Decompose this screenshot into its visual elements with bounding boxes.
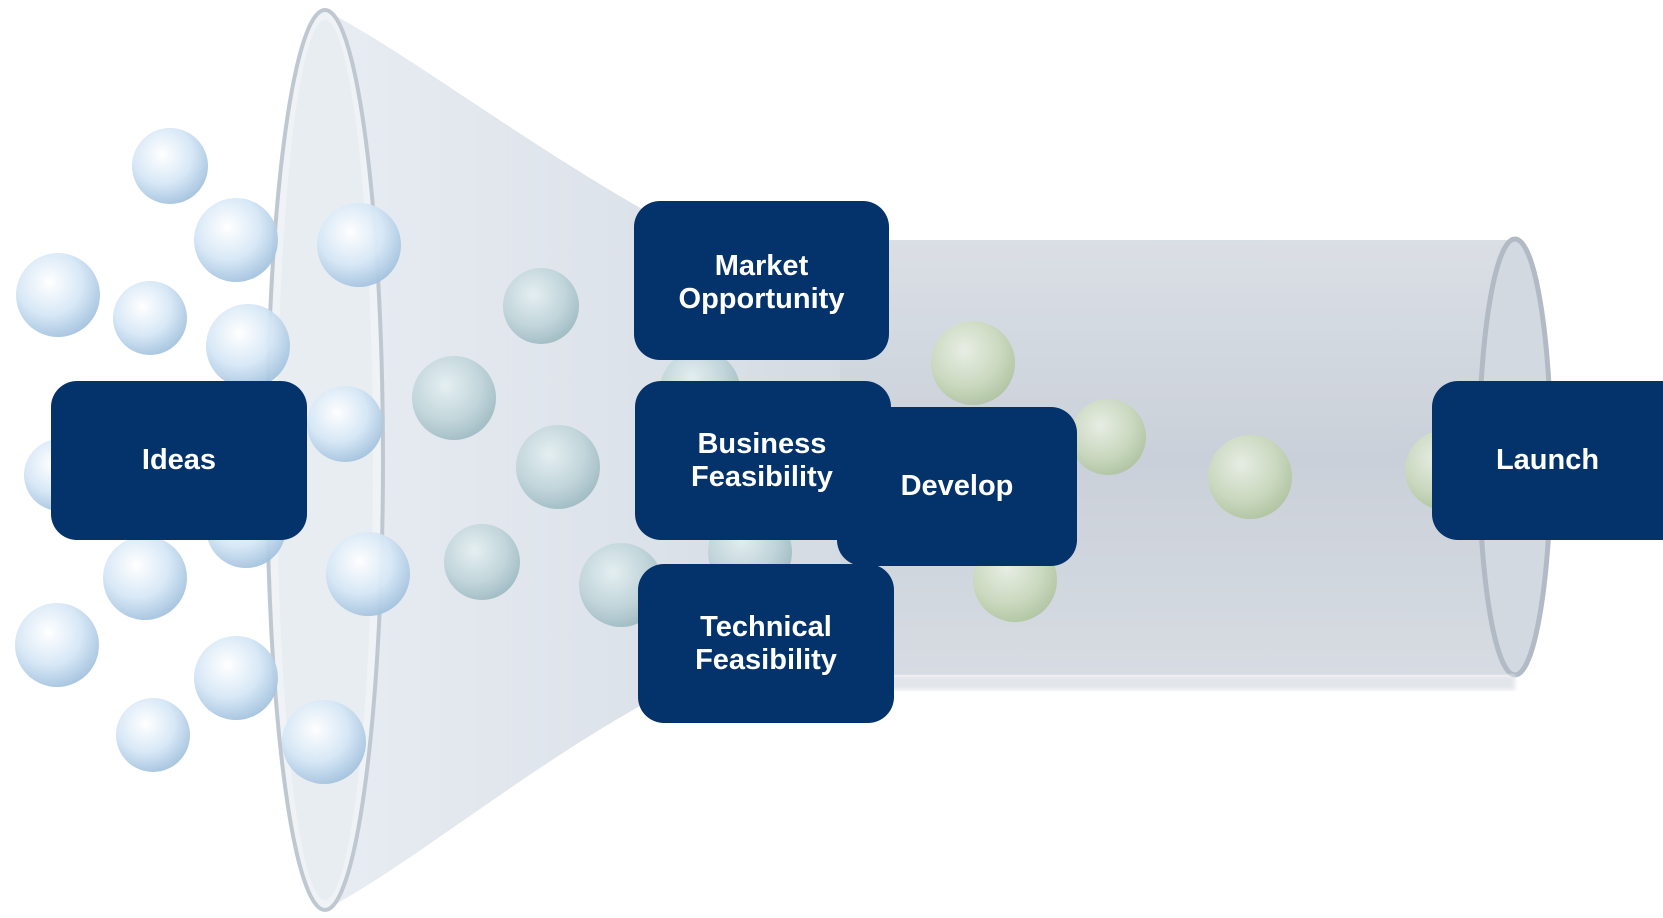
- idea-bubble-icon: [444, 524, 520, 600]
- idea-bubble-icon: [307, 386, 383, 462]
- idea-bubble-icon: [15, 603, 99, 687]
- idea-bubble-icon: [132, 128, 208, 204]
- stage-market-opportunity-box: Market Opportunity: [634, 201, 889, 360]
- idea-bubble-icon: [326, 532, 410, 616]
- stage-technical-feasibility-box: Technical Feasibility: [638, 564, 894, 723]
- idea-bubble-icon: [317, 203, 401, 287]
- idea-bubble-icon: [503, 268, 579, 344]
- idea-bubble-icon: [103, 536, 187, 620]
- idea-bubble-icon: [194, 198, 278, 282]
- idea-bubble-icon: [931, 321, 1015, 405]
- idea-bubble-icon: [1208, 435, 1292, 519]
- stage-launch-box: Launch: [1432, 381, 1663, 540]
- idea-bubble-icon: [282, 700, 366, 784]
- idea-bubble-icon: [412, 356, 496, 440]
- idea-bubble-icon: [16, 253, 100, 337]
- idea-bubble-icon: [206, 304, 290, 388]
- stage-develop-box: Develop: [837, 407, 1077, 566]
- idea-bubble-icon: [194, 636, 278, 720]
- idea-bubble-icon: [116, 698, 190, 772]
- stage-ideas-box: Ideas: [51, 381, 307, 540]
- idea-bubble-icon: [1070, 399, 1146, 475]
- idea-bubble-icon: [516, 425, 600, 509]
- idea-bubble-icon: [113, 281, 187, 355]
